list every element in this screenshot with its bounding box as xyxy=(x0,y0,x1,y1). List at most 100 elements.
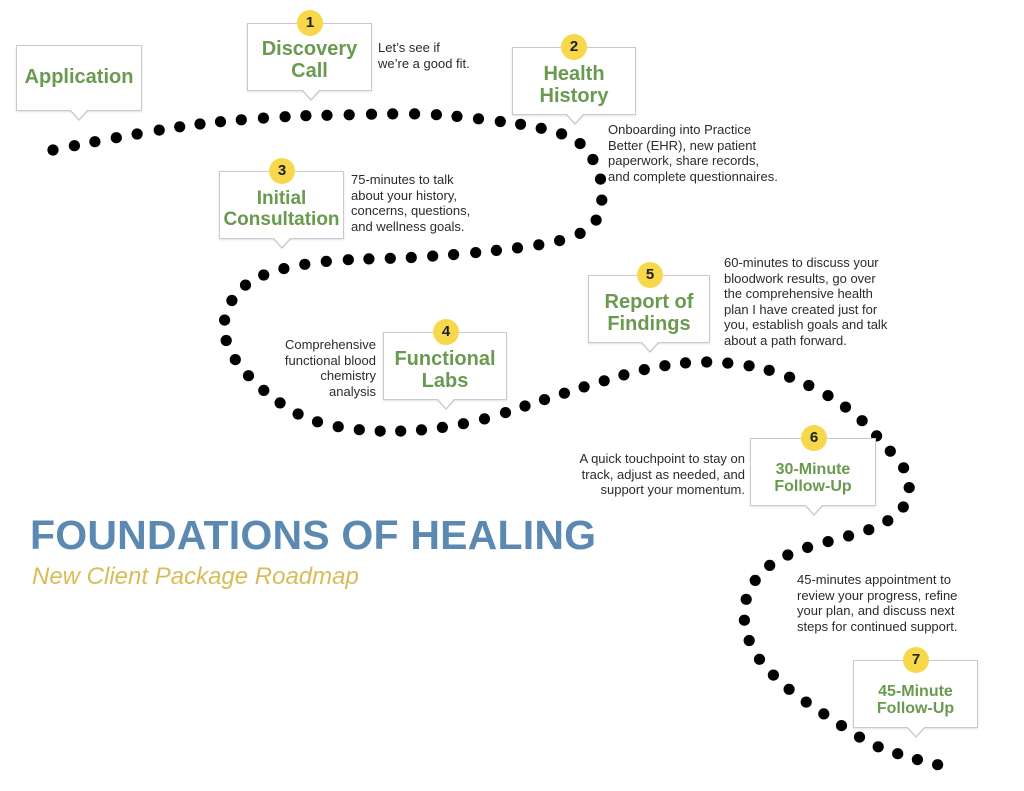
callout-pointer xyxy=(69,109,89,121)
path-dot xyxy=(679,357,692,369)
path-dot xyxy=(803,379,815,392)
path-dot xyxy=(911,754,924,766)
step-number-badge: 3 xyxy=(269,158,295,184)
path-dot xyxy=(279,111,291,123)
path-dot xyxy=(258,384,270,396)
step-title-line: Follow-Up xyxy=(876,700,955,718)
step-title: 45-Minute Follow-Up xyxy=(854,683,977,718)
path-dot xyxy=(782,549,794,561)
description-line: Better (EHR), new patient xyxy=(608,137,757,153)
step-3-description: 75-minutes to talk about your history, c… xyxy=(351,172,470,234)
path-dot xyxy=(659,360,671,372)
path-dot xyxy=(274,397,286,409)
path-dot xyxy=(219,314,231,326)
path-dot xyxy=(818,708,830,720)
step-title: Health History xyxy=(513,63,635,107)
path-dot xyxy=(743,634,755,647)
path-dot xyxy=(68,140,80,152)
path-dot xyxy=(47,144,59,156)
path-dot xyxy=(822,390,834,402)
step-1-callout: 1 Discovery Call xyxy=(247,10,372,101)
description-line: you, establish goals and talk xyxy=(724,317,888,332)
path-dot xyxy=(457,418,469,430)
callout-pointer xyxy=(640,341,660,353)
path-dot xyxy=(598,375,610,387)
path-dot xyxy=(554,235,566,247)
description-line: steps for continued support. xyxy=(797,618,958,634)
path-dot xyxy=(242,370,255,382)
description-line: 45-minutes appointment to xyxy=(797,572,951,587)
path-dot xyxy=(511,242,524,254)
path-dot xyxy=(802,541,814,554)
path-dot xyxy=(478,413,491,425)
path-dot xyxy=(638,364,650,376)
path-dot xyxy=(839,401,852,413)
step-title-line: 30-Minute xyxy=(775,461,851,478)
path-dot xyxy=(701,356,713,368)
step-2-callout: 2 Health History xyxy=(512,34,636,125)
path-dot xyxy=(533,239,545,251)
path-dot xyxy=(898,462,910,474)
callout-pointer xyxy=(565,113,585,125)
step-number-badge: 5 xyxy=(637,262,663,288)
step-6-callout: 6 30-Minute Follow-Up xyxy=(750,425,876,516)
description-line: about a path forward. xyxy=(724,332,847,348)
path-dot xyxy=(235,114,247,126)
step-title: Initial Consultation xyxy=(220,188,343,230)
path-dot xyxy=(494,115,506,128)
step-3-callout: 3 Initial Consultation xyxy=(219,158,344,249)
path-dot xyxy=(574,227,586,239)
step-title-line: Follow-Up xyxy=(774,478,852,496)
path-dot xyxy=(515,118,527,130)
path-dot xyxy=(320,255,332,267)
callout-pointer xyxy=(436,398,456,410)
path-dot xyxy=(743,360,755,372)
path-dot xyxy=(558,387,571,399)
description-line: review your progress, refine xyxy=(797,587,958,603)
path-dot xyxy=(764,559,776,572)
path-dot xyxy=(738,614,751,626)
path-dot xyxy=(365,108,378,120)
step-number-badge: 7 xyxy=(903,647,929,673)
step-title-line: Call xyxy=(291,59,328,82)
description-line: we’re a good fit. xyxy=(378,55,470,71)
step-number-badge: 6 xyxy=(801,425,827,451)
callout-pointer xyxy=(272,237,292,249)
path-dot xyxy=(587,153,599,166)
path-dot xyxy=(131,128,143,140)
path-dot xyxy=(384,252,396,264)
path-dot xyxy=(436,421,448,433)
step-number-badge: 4 xyxy=(433,319,459,345)
path-dot xyxy=(472,113,485,125)
step-title-line: Initial xyxy=(256,188,307,209)
path-dot xyxy=(363,253,375,265)
description-line: analysis xyxy=(329,383,376,399)
path-dot xyxy=(220,334,232,347)
path-dot xyxy=(278,263,290,275)
main-title: FOUNDATIONS OF HEALING xyxy=(30,512,597,558)
path-dot xyxy=(519,400,531,412)
subtitle: New Client Package Roadmap xyxy=(32,563,359,590)
callout-pointer xyxy=(301,89,321,101)
step-4-description: Comprehensive functional blood chemistry… xyxy=(258,337,376,399)
path-dot xyxy=(153,124,165,136)
step-title-line: Discovery xyxy=(261,38,358,60)
step-title: Application xyxy=(24,66,134,88)
path-dot xyxy=(258,269,270,281)
description-line: Let’s see if xyxy=(378,40,440,55)
path-dot xyxy=(897,501,909,513)
path-dot xyxy=(239,279,252,291)
path-dot xyxy=(300,110,312,122)
path-dot xyxy=(332,421,344,433)
path-dot xyxy=(740,593,752,605)
step-title-line: Consultation xyxy=(223,208,340,230)
description-line: chemistry xyxy=(320,368,376,383)
path-dot xyxy=(229,354,241,366)
path-dot xyxy=(753,653,766,665)
path-dot xyxy=(405,251,417,264)
path-dot xyxy=(822,536,834,548)
description-line: Comprehensive xyxy=(284,337,376,352)
step-4-callout: 4 Functional Labs xyxy=(383,319,507,410)
description-line: track, adjust as needed, and xyxy=(581,466,745,482)
